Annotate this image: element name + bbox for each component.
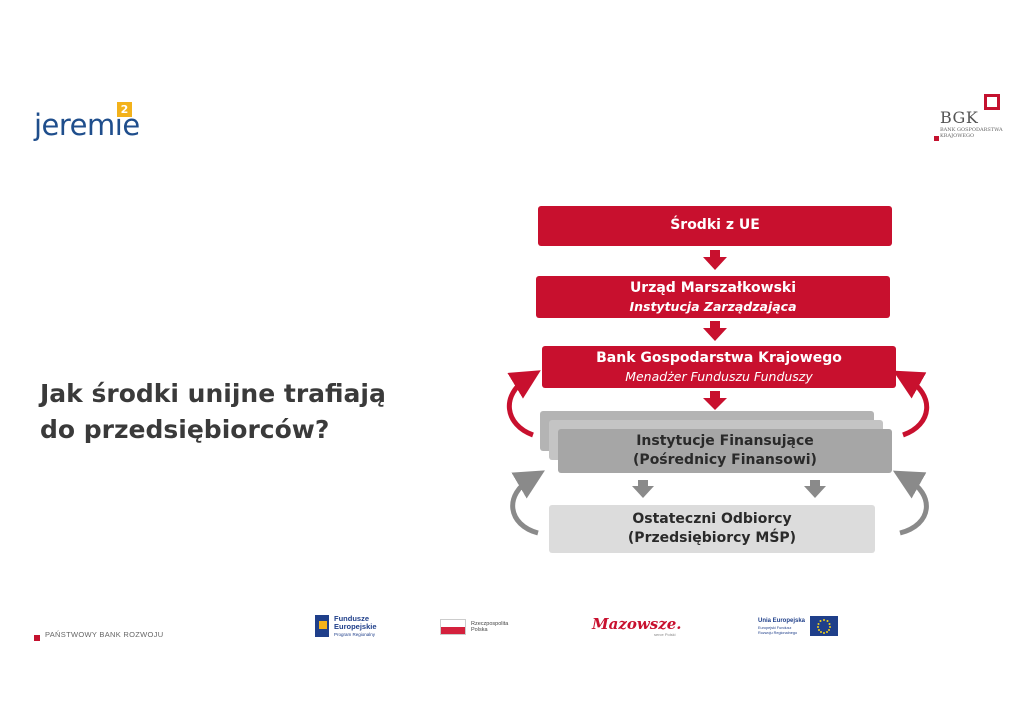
flow-box-final-recipients-subtitle: (Przedsiębiorcy MŚP) (627, 530, 797, 546)
flow-box-bgk-subtitle: Menadżer Funduszu Funduszy (625, 369, 813, 384)
jeremie-logo-badge: 2 (117, 102, 132, 117)
loop-arrow-icon-right-red (892, 370, 930, 438)
flow-box-eu-funds-title: Środki z UE (670, 217, 760, 233)
page-title-line-2: do przedsiębiorców? (40, 415, 330, 444)
polish-flag-icon (440, 619, 466, 635)
jeremie-logo: jeremie 2 (34, 102, 164, 148)
pbr-logo: PAŃSTWOWY BANK ROZWOJU (34, 628, 194, 642)
flow-box-bgk-title: Bank Gospodarstwa Krajowego (596, 350, 842, 366)
flow-box-financial-institutions: Instytucje Finansujące (Pośrednicy Finan… (558, 429, 892, 473)
flow-box-eu-funds: Środki z UE (538, 206, 892, 246)
eu-logo: Unia Europejska Europejski Fundusz Rozwo… (758, 616, 844, 638)
eu-logo-title: Unia Europejska (758, 618, 806, 624)
page-title-line-1: Jak środki unijne trafiają (40, 379, 386, 408)
flow-box-bgk: Bank Gospodarstwa Krajowego Menadżer Fun… (542, 346, 896, 388)
flow-box-marshal-office-subtitle: Instytucja Zarządzająca (629, 299, 797, 314)
pbr-logo-text: PAŃSTWOWY BANK ROZWOJU (45, 630, 164, 639)
flow-box-final-recipients-title: Ostateczni Odbiorcy (632, 511, 792, 527)
mazowsze-logo-text: Mazowsze. (592, 615, 682, 633)
down-arrow-icon-2 (703, 321, 727, 341)
down-arrow-icon-4 (632, 480, 654, 498)
down-arrow-icon-5 (804, 480, 826, 498)
down-arrow-icon-1 (703, 250, 727, 270)
fe-flag-icon (315, 615, 329, 637)
loop-arrow-icon-right-gray (892, 470, 929, 536)
eu-logo-subtitle: Europejski Fundusz Rozwoju Regionalnego (758, 626, 798, 635)
flow-box-marshal-office: Urząd Marszałkowski Instytucja Zarządzaj… (536, 276, 890, 318)
rp-logo-text: Rzeczpospolita Polska (471, 621, 509, 633)
pbr-dot-icon (34, 635, 40, 641)
bgk-logo: BGK BANK GOSPODARSTWA KRAJOWEGO (930, 94, 1010, 144)
bgk-square-icon (984, 94, 1000, 110)
mazowsze-logo-subtext: serce Polski (654, 632, 676, 637)
bgk-logo-text: BGK (940, 108, 979, 127)
mazowsze-logo: Mazowsze. serce Polski (592, 615, 692, 639)
page-title: Jak środki unijne trafiają do przedsiębi… (40, 376, 440, 448)
bgk-logo-subtext: BANK GOSPODARSTWA KRAJOWEGO (940, 127, 1003, 139)
flow-box-marshal-office-title: Urząd Marszałkowski (629, 280, 797, 296)
flow-box-final-recipients: Ostateczni Odbiorcy (Przedsiębiorcy MŚP) (549, 505, 875, 553)
loop-arrow-icon-left-gray (510, 470, 545, 536)
eu-flag-icon (810, 616, 838, 636)
rzeczpospolita-logo: Rzeczpospolita Polska (440, 619, 530, 637)
fe-logo-subtitle: Program Regionalny (334, 632, 376, 637)
fe-logo-title: Fundusze Europejskie (334, 614, 377, 631)
bgk-dot-icon (934, 136, 939, 141)
down-arrow-icon-3 (703, 391, 727, 410)
flow-box-financial-institutions-subtitle: (Pośrednicy Finansowi) (633, 452, 817, 468)
fundusze-europejskie-logo: Fundusze Europejskie Program Regionalny (315, 615, 405, 639)
flow-box-financial-institutions-title: Instytucje Finansujące (636, 433, 814, 449)
loop-arrow-icon-left-red (507, 370, 541, 438)
